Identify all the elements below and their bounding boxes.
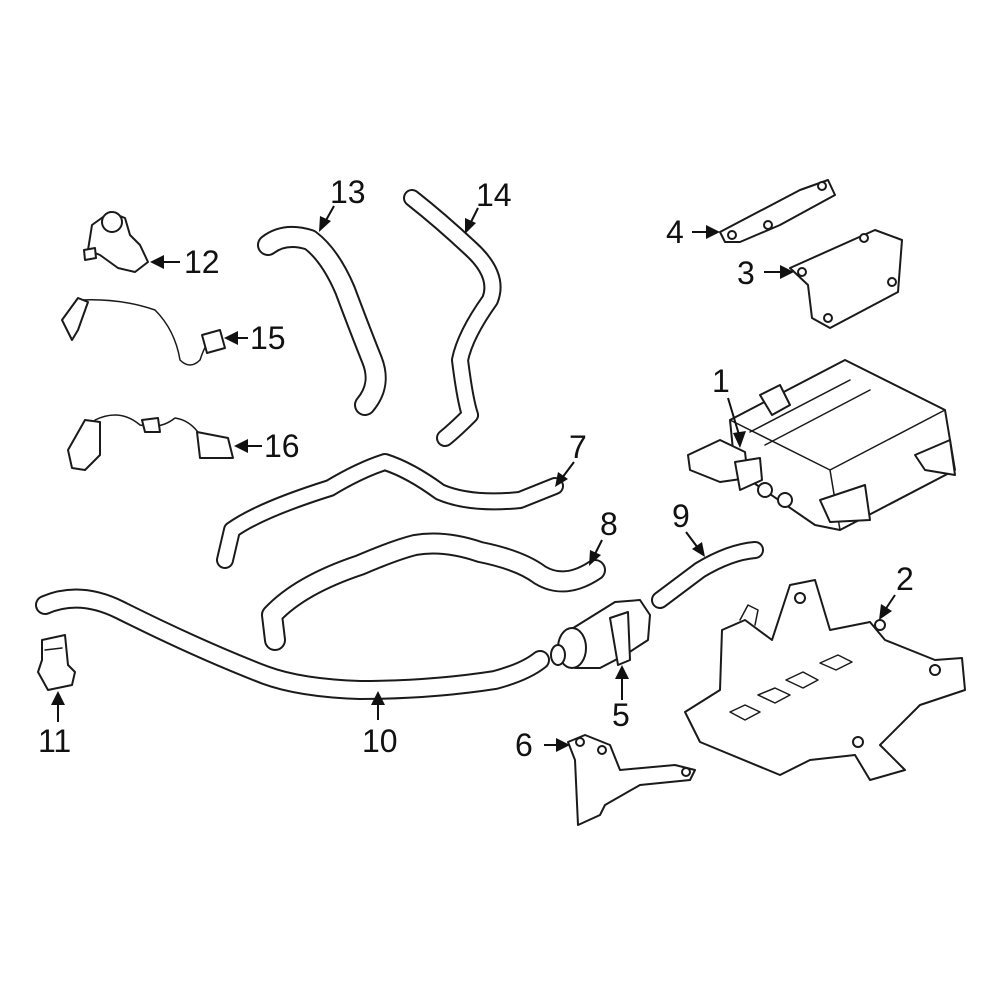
part-14-hose[interactable] bbox=[403, 189, 502, 447]
callout-6-label: 6 bbox=[515, 727, 533, 763]
part-6-bracket[interactable] bbox=[567, 734, 696, 826]
callout-9-label: 9 bbox=[672, 498, 690, 534]
callout-9: 9 bbox=[672, 498, 705, 557]
part-10-hose[interactable] bbox=[35, 588, 550, 700]
part-4-strip-bracket[interactable] bbox=[719, 179, 836, 243]
part-15-oxygen-sensor[interactable] bbox=[61, 297, 226, 366]
callout-3: 3 bbox=[737, 255, 794, 291]
callout-8-label: 8 bbox=[600, 506, 618, 542]
part-7-hose[interactable] bbox=[216, 453, 564, 569]
callout-13-label: 13 bbox=[330, 174, 366, 210]
callout-10: 10 bbox=[362, 691, 398, 759]
part-9-hose[interactable] bbox=[651, 541, 764, 609]
part-12-purge-valve[interactable] bbox=[83, 211, 149, 273]
part-1-canister[interactable] bbox=[687, 359, 956, 531]
callout-12: 12 bbox=[150, 244, 220, 280]
callout-16: 16 bbox=[234, 428, 300, 464]
part-13-hose[interactable] bbox=[257, 225, 387, 416]
callout-11-label: 11 bbox=[38, 723, 71, 759]
part-11-clip[interactable] bbox=[37, 634, 76, 691]
callout-7-label: 7 bbox=[569, 429, 587, 465]
callout-6: 6 bbox=[515, 727, 570, 763]
callout-1: 1 bbox=[712, 363, 746, 448]
callout-15-label: 15 bbox=[250, 320, 286, 356]
callout-7: 7 bbox=[555, 429, 587, 487]
callout-3-label: 3 bbox=[737, 255, 755, 291]
callout-4: 4 bbox=[666, 214, 720, 250]
callout-13: 13 bbox=[319, 174, 366, 232]
callout-4-label: 4 bbox=[666, 214, 684, 250]
callout-1-label: 1 bbox=[712, 363, 730, 399]
callout-14: 14 bbox=[465, 177, 512, 234]
callout-8: 8 bbox=[589, 506, 618, 566]
callout-11: 11 bbox=[38, 691, 71, 759]
callout-5-label: 5 bbox=[612, 697, 630, 733]
callout-10-label: 10 bbox=[362, 723, 398, 759]
part-8-hose[interactable] bbox=[261, 532, 606, 651]
callout-2-label: 2 bbox=[896, 561, 914, 597]
part-16-oxygen-sensor[interactable] bbox=[67, 414, 234, 471]
part-2-tray[interactable] bbox=[684, 579, 966, 781]
part-3-bracket[interactable] bbox=[789, 229, 903, 329]
callout-16-label: 16 bbox=[264, 428, 300, 464]
callout-2: 2 bbox=[879, 561, 914, 620]
callout-15: 15 bbox=[224, 320, 286, 356]
callout-12-label: 12 bbox=[184, 244, 220, 280]
callout-5: 5 bbox=[612, 665, 630, 733]
callout-14-label: 14 bbox=[476, 177, 512, 213]
part-5-vent-valve[interactable] bbox=[550, 599, 651, 669]
